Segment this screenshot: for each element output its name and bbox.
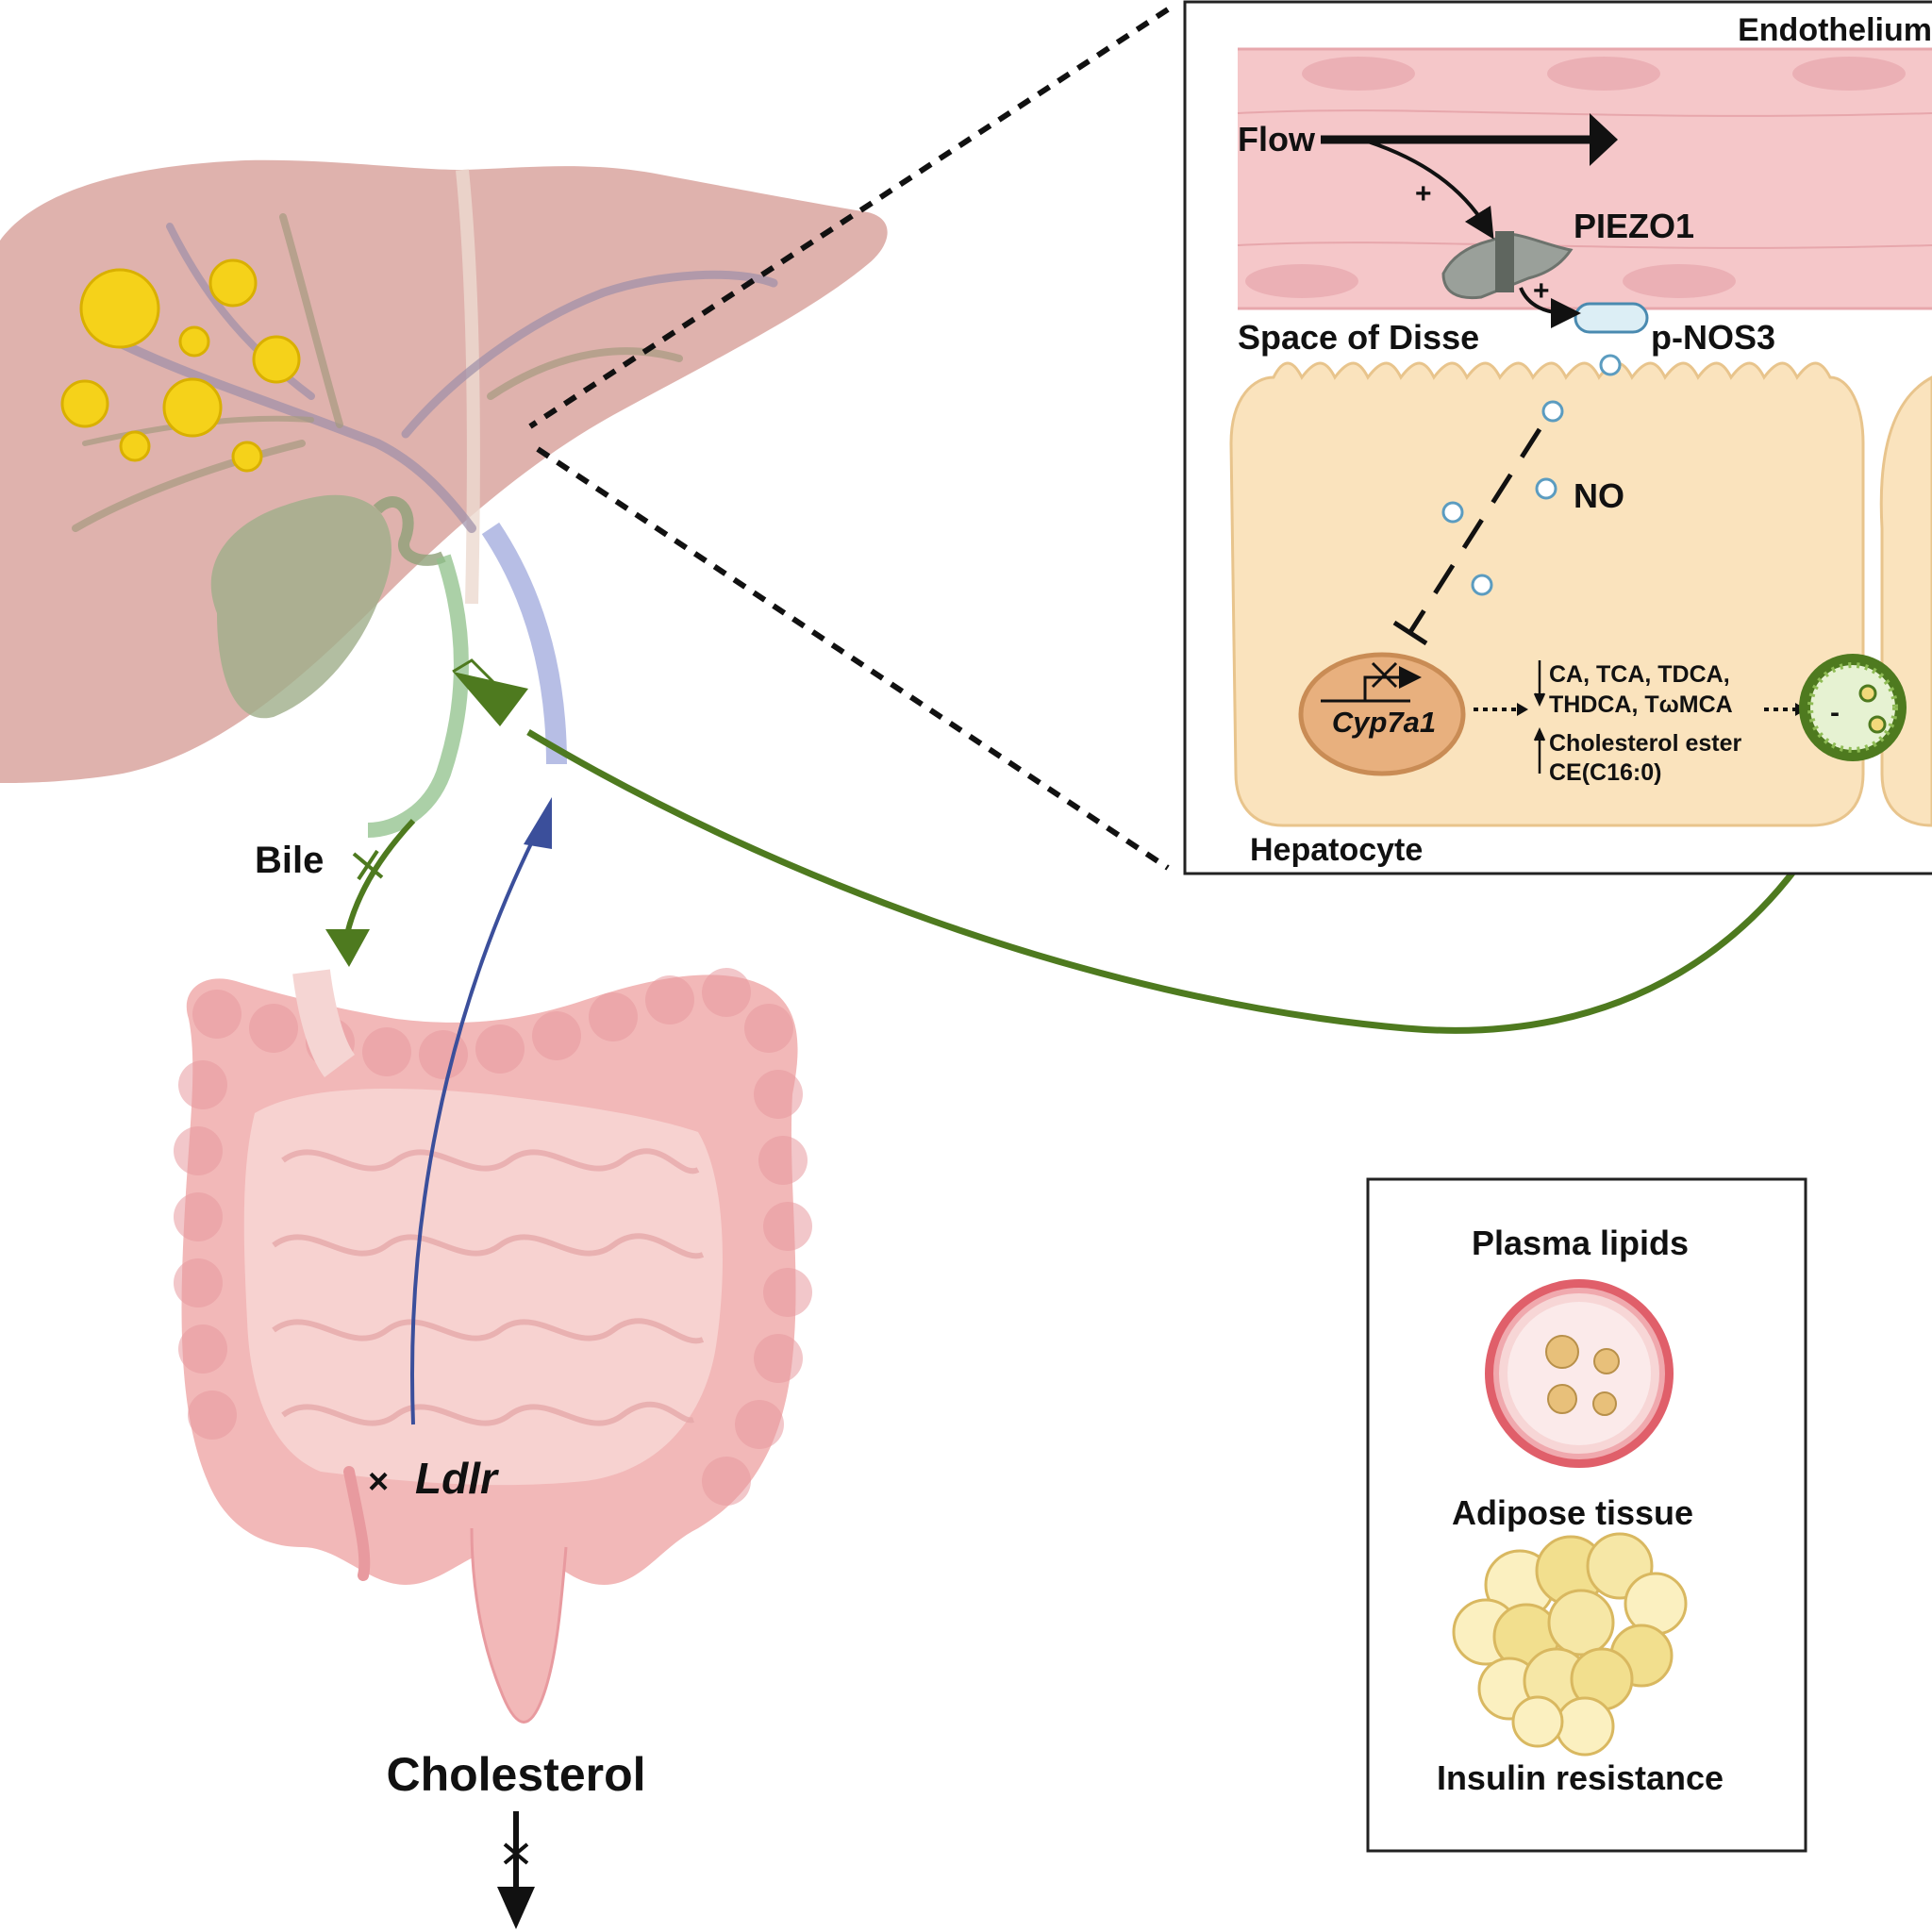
adipose-tissue-label: Adipose tissue xyxy=(1452,1493,1693,1532)
piezo1-channel-icon xyxy=(1441,231,1574,300)
flow-label: Flow xyxy=(1238,120,1316,158)
endothelium-layer xyxy=(1238,49,1932,308)
hepatic-sinusoid-zoom: Endothelium Flow + + PIEZO1 Space of Dis… xyxy=(1183,0,1932,875)
bile-acids-label-line2: THDCA, TωMCA xyxy=(1549,691,1733,718)
liver xyxy=(0,159,888,838)
portal-vein xyxy=(481,522,567,765)
flow-plus-sign: + xyxy=(1415,178,1432,209)
plasma-lipids-label: Plasma lipids xyxy=(1472,1224,1689,1262)
nucleus xyxy=(1298,652,1466,776)
no-bubbles xyxy=(1441,354,1622,596)
bile-label: Bile xyxy=(255,840,324,881)
phenotype-outcomes-box: Plasma lipids Adipose tissue xyxy=(1366,1177,1807,1853)
adipocyte-cluster-icon xyxy=(1452,1532,1688,1757)
bile-acid-arrowhead xyxy=(453,672,528,726)
bile-acids-label-line1: CA, TCA, TDCA, xyxy=(1549,661,1730,688)
nos3-capsule-icon xyxy=(1574,302,1649,334)
rectum xyxy=(470,1527,568,1724)
cholesterol-excretion-arrow xyxy=(497,1811,535,1929)
ldlr-knockout-x: × xyxy=(368,1462,389,1502)
piezo-plus-sign: + xyxy=(1533,275,1550,307)
endothelium-label: Endothelium xyxy=(1738,12,1932,48)
gene-promoter-icon xyxy=(1321,661,1422,703)
cholesterol-absorption-arrow xyxy=(410,829,540,1425)
intestine xyxy=(174,968,812,1724)
lipid-droplets xyxy=(60,258,301,473)
cholesterol-ester-label-line1: Cholesterol ester xyxy=(1549,730,1742,757)
gallbladder xyxy=(210,494,391,719)
piezo1-label: PIEZO1 xyxy=(1574,207,1694,245)
small-intestine-loops xyxy=(272,1148,705,1426)
piezo-activates-nos3-arrow xyxy=(1519,287,1581,328)
zoom-lines xyxy=(528,7,1170,871)
blood-vessel-cross-section-icon xyxy=(1485,1279,1674,1468)
bile-vesicle-icon xyxy=(1799,654,1907,761)
bile-blocked-x xyxy=(352,849,384,881)
space-of-disse-label: Space of Disse xyxy=(1238,318,1479,357)
flow-activates-piezo-arrow xyxy=(1367,140,1494,240)
p-nos3-label: p-NOS3 xyxy=(1651,318,1775,357)
hepatocyte-label: Hepatocyte xyxy=(1250,832,1423,868)
hepatic-vessels xyxy=(72,213,778,533)
ldlr-label: Ldlr xyxy=(415,1454,499,1503)
vesicle-minus-sign: - xyxy=(1830,697,1840,728)
insulin-resistance-label: Insulin resistance xyxy=(1437,1758,1724,1797)
cyp7a1-gene-label: Cyp7a1 xyxy=(1332,706,1436,739)
common-bile-duct xyxy=(367,554,469,838)
no-inhibition-line xyxy=(1407,427,1542,634)
cholesterol-ester-label-line2: CE(C16:0) xyxy=(1549,759,1661,786)
no-label: NO xyxy=(1574,476,1624,515)
cholesterol-label: Cholesterol xyxy=(386,1748,645,1801)
